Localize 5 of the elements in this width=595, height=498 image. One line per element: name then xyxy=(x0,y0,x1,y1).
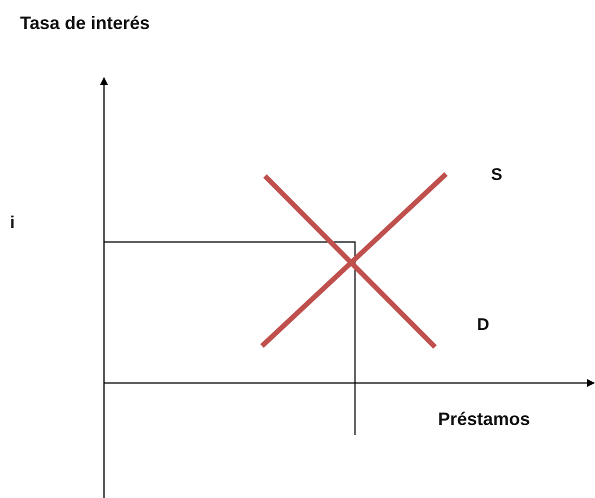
axis-title: Tasa de interés xyxy=(20,14,150,32)
curve-label: D xyxy=(477,316,490,333)
curve-label: S xyxy=(491,166,502,183)
axis-title: Préstamos xyxy=(438,410,530,428)
axis-value-label: i xyxy=(10,214,15,231)
